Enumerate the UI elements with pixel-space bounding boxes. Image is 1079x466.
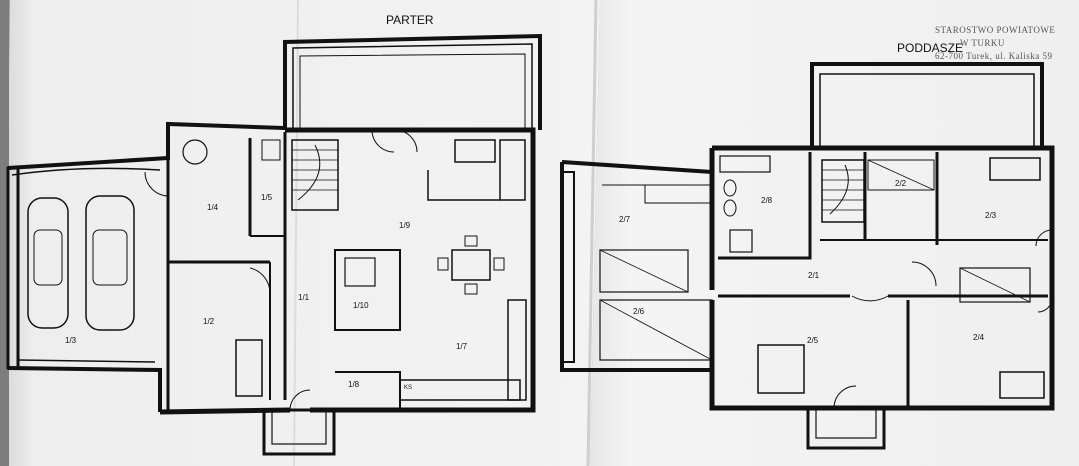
room-label: 1/7 — [456, 342, 468, 351]
room-label: 2/4 — [973, 333, 985, 342]
car-icon — [27, 197, 69, 329]
desk-icon — [999, 371, 1045, 399]
room-label: 1/4 — [207, 203, 219, 212]
stamp-line-2: W TURKU — [960, 38, 1005, 48]
car-icon — [85, 195, 135, 331]
stamp-line-1: STAROSTWO POWIATOWE — [935, 25, 1055, 35]
dining-table-icon — [451, 249, 491, 281]
room-label: 2/1 — [808, 271, 820, 280]
fixture-label: KS — [404, 385, 412, 391]
sofa-icon — [454, 139, 496, 163]
room-label: 2/6 — [633, 307, 645, 316]
ground-floor-plan — [6, 33, 542, 456]
room-label: 1/1 — [298, 293, 310, 302]
paper-sheet-right — [590, 0, 1079, 466]
paper-fold-line — [586, 0, 598, 466]
room-label: 2/2 — [895, 179, 907, 188]
room-label: 2/3 — [985, 211, 997, 220]
room-label: 1/8 — [348, 380, 360, 389]
room-label: 1/9 — [399, 221, 411, 230]
room-label: 1/10 — [353, 301, 369, 310]
attic-title: PODDASZE — [897, 41, 963, 55]
room-label: 1/5 — [261, 193, 273, 202]
desk-icon — [235, 339, 263, 397]
ground-floor-title: PARTER — [386, 13, 434, 27]
desk-icon — [989, 157, 1041, 181]
stamp-line-3: 62-700 Turek, ul. Kaliska 59 — [935, 51, 1053, 61]
bathtub-icon — [719, 155, 771, 173]
attic-floor-plan — [560, 62, 1055, 450]
paper-sheet-left — [4, 0, 600, 466]
room-label: 2/7 — [619, 215, 631, 224]
room-label: 2/5 — [807, 336, 819, 345]
room-label: 2/8 — [761, 196, 773, 205]
paper-fold-line — [293, 0, 299, 466]
bed-icon — [757, 344, 805, 394]
room-label: 1/3 — [65, 336, 77, 345]
shower-icon — [729, 229, 753, 253]
authority-stamp: STAROSTWO POWIATOWE W TURKU 62-700 Turek… — [935, 25, 1055, 61]
room-label: 1/2 — [203, 317, 215, 326]
